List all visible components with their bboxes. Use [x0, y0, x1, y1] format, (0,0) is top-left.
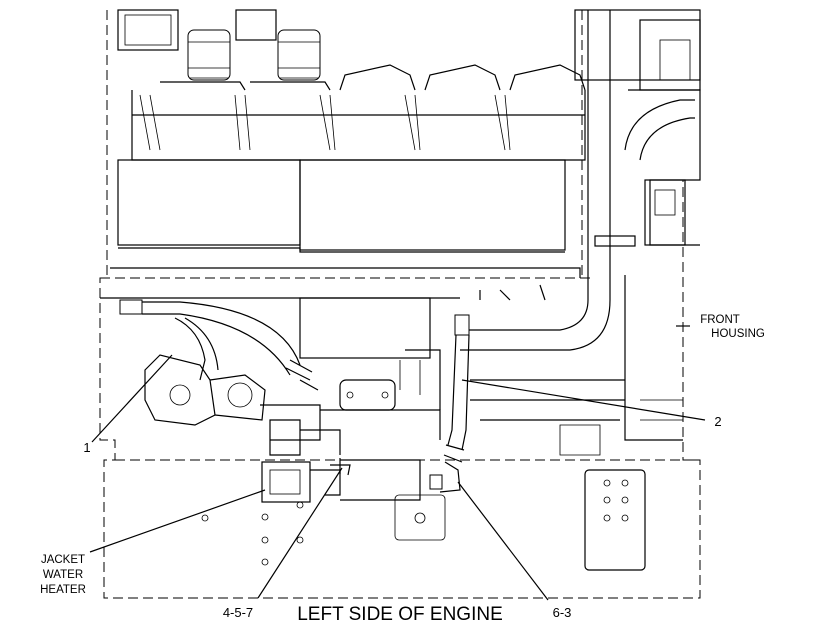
aftercooler-block	[110, 159, 581, 278]
front-housing-label-line2: HOUSING	[711, 328, 765, 340]
lower-details	[201, 459, 646, 571]
cylinder-heads	[117, 9, 586, 161]
leader-2	[461, 379, 706, 421]
hose-1	[119, 299, 319, 391]
leader-4-5-7	[257, 467, 343, 599]
leader-jacket-water-heater	[89, 489, 266, 553]
leader-6-3	[457, 481, 549, 601]
left-components	[144, 354, 341, 503]
hose-2	[429, 314, 470, 493]
jacket-water-heater-label-line3: HEATER	[40, 584, 86, 596]
mid-engine-details	[100, 297, 625, 456]
diagram-title: LEFT SIDE OF ENGINE	[297, 604, 503, 625]
jacket-water-heater-label-line1: JACKET	[41, 554, 85, 566]
callout-2: 2	[714, 414, 721, 429]
callout-6-3: 6-3	[553, 605, 572, 620]
leader-lines	[89, 354, 706, 601]
leader-1	[91, 354, 173, 443]
front-housing-label-line1: FRONT	[700, 314, 740, 326]
callout-1: 1	[83, 440, 90, 455]
jacket-water-heater-label-line2: WATER	[43, 569, 83, 581]
front-structures	[460, 9, 701, 441]
callout-4-5-7: 4-5-7	[223, 605, 253, 620]
